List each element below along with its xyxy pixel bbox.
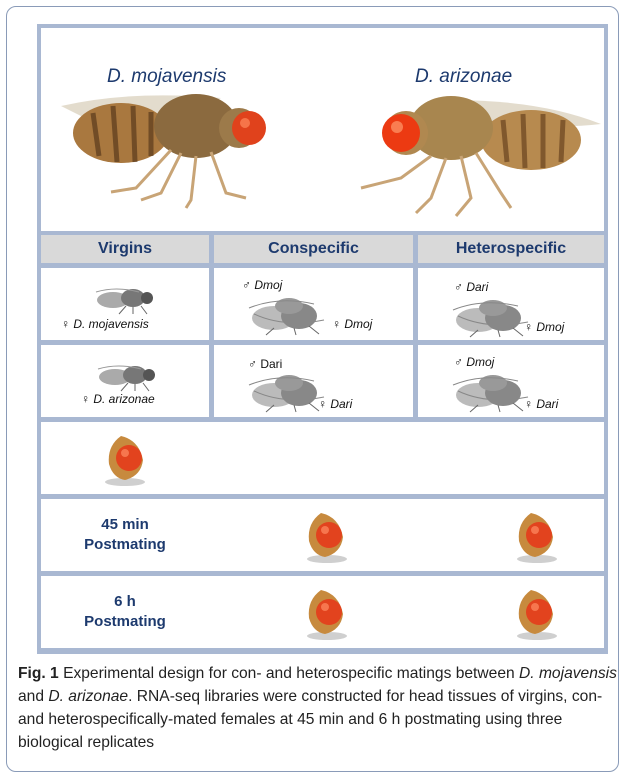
mating-flies-sketch-icon [244,290,334,335]
caption-species-2: D. arizonae [48,688,128,705]
row-6h-label: 6 h Postmating [75,592,175,632]
figure-caption: Fig. 1 Experimental design for con- and … [18,662,618,754]
row-6h-postmating: Postmating [75,612,175,632]
fly-photo-panel: D. mojavensis D. arizonae [41,28,604,231]
fly-head-icon [303,586,349,642]
fly-head-icon [513,586,559,642]
cell-heterospecific-arizonae: ♂ Dmoj ♀ Dari [418,345,604,417]
female-label: ♀ Dari [318,397,352,411]
caption-text-and: and [18,688,48,705]
virgin-label: ♀ D. arizonae [81,392,155,406]
fly-arizonae-image [41,28,604,231]
cell-heterospecific-mojavensis: ♂ Dari ♀ Dmoj [418,268,604,340]
row-45min: 45 min Postmating [41,499,604,571]
row-6h: 6 h Postmating [41,576,604,648]
fly-head-icon [303,509,349,565]
row-45min-time: 45 min [75,515,175,535]
caption-text-1: Experimental design for con- and heteros… [59,665,519,682]
virgin-fly-sketch-icon [91,284,161,314]
cell-virgin-arizonae: ♀ D. arizonae [41,345,209,417]
cell-virgin-mojavensis: ♀ D. mojavensis [41,268,209,340]
row-45min-label: 45 min Postmating [75,515,175,555]
cell-conspecific-mojavensis: ♂ Dmoj ♀ Dmoj [214,268,413,340]
row-45min-postmating: Postmating [75,535,175,555]
fly-head-icon [513,509,559,565]
header-heterospecific: Heterospecific [418,235,604,263]
female-label: ♀ Dmoj [332,317,372,331]
caption-label: Fig. 1 [18,665,59,682]
virgin-fly-sketch-icon [93,361,163,391]
header-conspecific: Conspecific [214,235,413,263]
cell-conspecific-arizonae: ♂ Dari ♀ Dari [214,345,413,417]
female-label: ♀ Dmoj [524,320,564,334]
fly-head-icon [103,432,149,488]
female-label: ♀ Dari [524,397,558,411]
row-6h-time: 6 h [75,592,175,612]
row-virgin-head [41,422,604,494]
virgin-label: ♀ D. mojavensis [61,317,149,331]
caption-species-1: D. mojavensis [519,665,617,682]
header-virgins: Virgins [41,235,209,263]
